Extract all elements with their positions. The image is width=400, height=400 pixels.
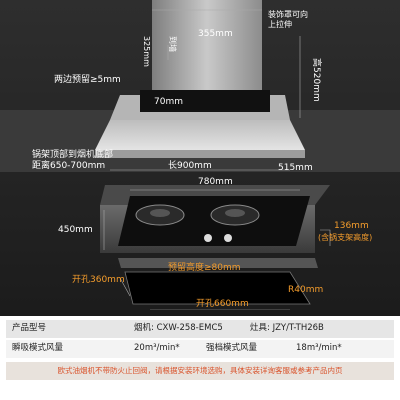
hood-length: 长900mm — [168, 161, 212, 171]
corner-radius: R40mm — [288, 285, 324, 295]
hood-model: 烟机: CXW-258-EMC5 — [134, 323, 223, 333]
reserve-height: 预留高度≥80mm — [168, 263, 241, 273]
knob-right — [224, 234, 232, 242]
hood-bottom — [95, 150, 305, 158]
model-label: 产品型号 — [12, 323, 47, 333]
scene-svg — [0, 0, 400, 310]
hood-glass-panel — [140, 90, 270, 112]
bracket-distance-line2: 距离650-700mm — [32, 160, 106, 171]
hood-body — [95, 120, 305, 150]
instant-value: 20m³/min* — [134, 343, 180, 353]
height-total: 高520mm — [311, 58, 321, 102]
hob-depth: 450mm — [58, 225, 93, 235]
panel-gap: 70mm — [154, 97, 183, 107]
spec-table: 产品型号 烟机: CXW-258-EMC5 灶具: JZY/T-TH26B 瞬吸… — [0, 316, 400, 400]
cutout-height: 开孔360mm — [72, 275, 125, 285]
decor-cover-note: 装饰罩可向上拉伸 — [268, 10, 308, 30]
plenum-label: 到墙 — [168, 36, 177, 52]
instant-label: 瞬吸模式风量 — [12, 343, 64, 353]
knob-left — [204, 234, 212, 242]
plenum-depth: 325mm — [142, 36, 151, 67]
strong-label: 强档模式风量 — [206, 343, 258, 353]
spec-row-model: 产品型号 烟机: CXW-258-EMC5 灶具: JZY/T-TH26B — [6, 320, 394, 338]
burner-right-cap — [225, 209, 245, 217]
decor-cover-note-1: 装饰罩可向上拉伸 — [268, 10, 314, 31]
cutout-hole — [124, 271, 311, 305]
spec-row-airflow: 瞬吸模式风量 20m³/min* 强档模式风量 18m³/min* — [6, 340, 394, 358]
hob-height: 136mm — [334, 221, 369, 231]
hood-top-width: 355mm — [198, 29, 233, 39]
hob-model: 灶具: JZY/T-TH26B — [250, 323, 324, 333]
spec-footer: 欧式油烟机不带防火止回阀，请根据安装环境选购，具体安装详询客服或参考产品内页 — [6, 362, 394, 380]
hood-chimney — [152, 0, 262, 95]
strong-value: 18m³/min* — [296, 343, 342, 353]
cutout-top — [118, 258, 318, 268]
cutout-width: 开孔660mm — [196, 299, 249, 309]
burner-left-cap — [150, 209, 170, 217]
hob-height-note: (含锅支架高度) — [318, 233, 373, 242]
bracket-distance: 锅架顶部到烟机底部 距离650-700mm — [32, 150, 113, 172]
hob-width: 780mm — [198, 177, 233, 187]
side-clearance: 两边预留≥5mm — [54, 75, 121, 85]
footer-note: 欧式油烟机不带防火止回阀，请根据安装环境选购，具体安装详询客服或参考产品内页 — [57, 366, 343, 375]
hood-depth: 515mm — [278, 163, 313, 173]
bracket-distance-line1: 锅架顶部到烟机底部 — [32, 150, 114, 160]
product-diagram: 装饰罩可向上拉伸 355mm 325mm 到墙 高520mm 两边预留≥5mm … — [0, 0, 400, 310]
